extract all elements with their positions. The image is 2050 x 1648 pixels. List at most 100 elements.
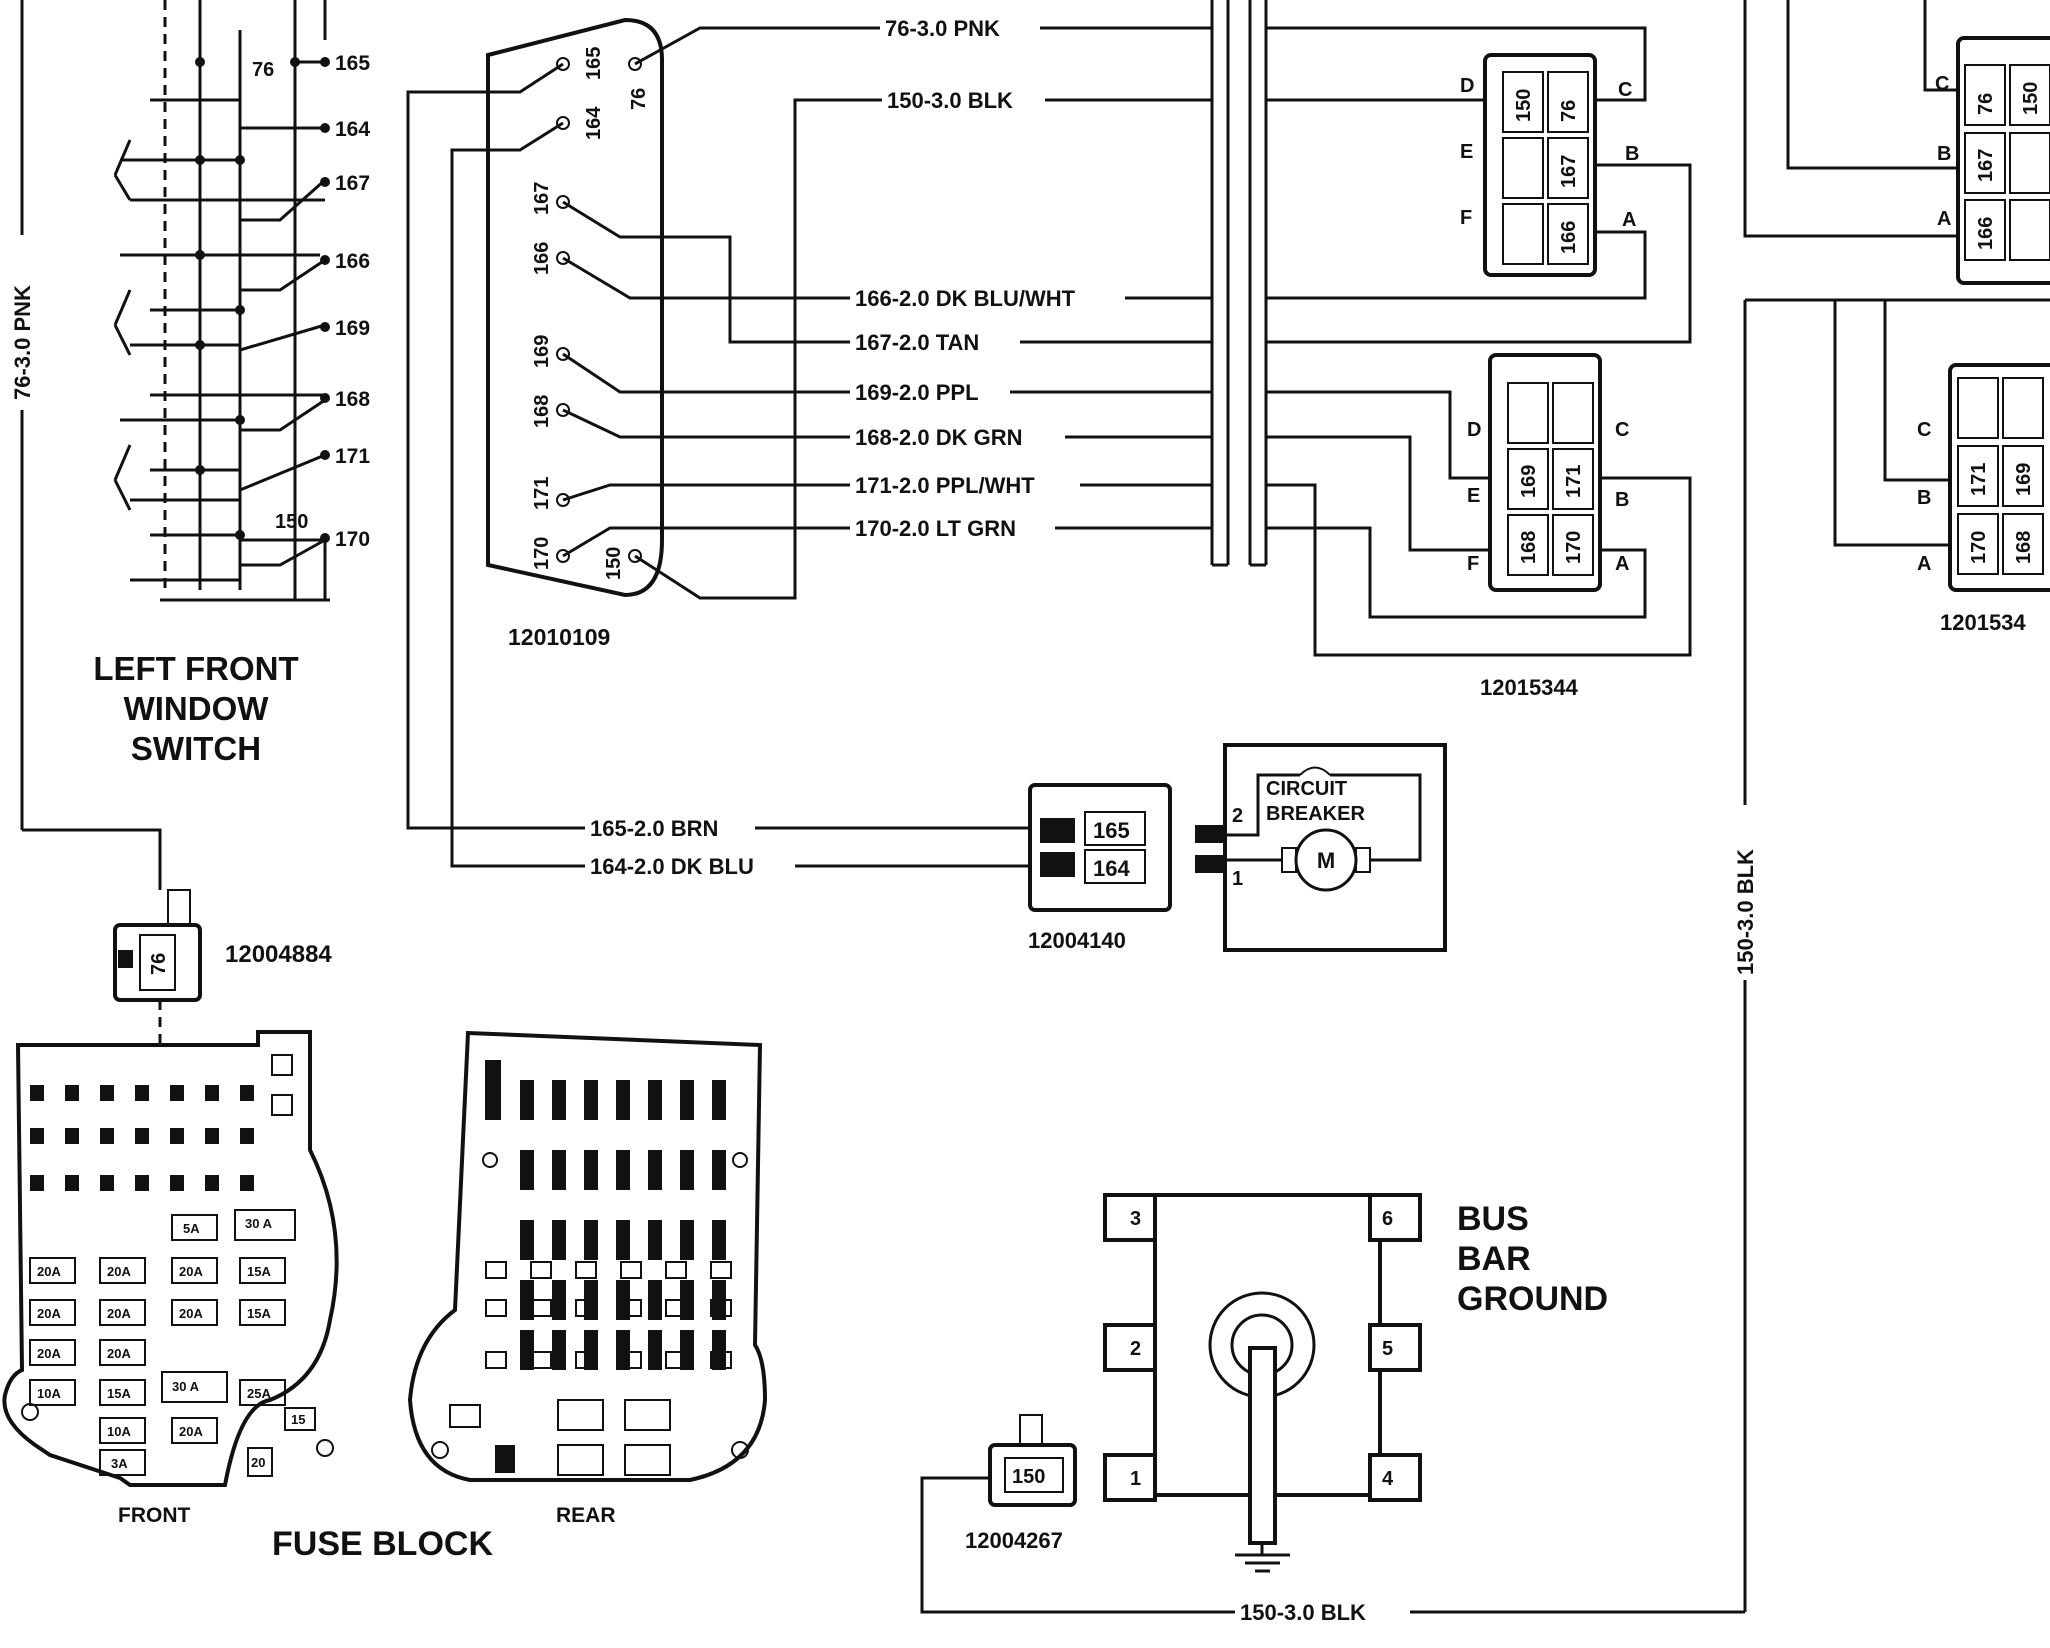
fuse-rating: 15A (107, 1386, 131, 1401)
main-pin-169: 169 (531, 335, 553, 368)
fuse-slot (616, 1150, 630, 1190)
main-pin-170: 170 (531, 537, 553, 570)
fuse-slot (485, 1060, 501, 1120)
bus-terminal-5: 5 (1382, 1338, 1393, 1360)
front-rated-fuses: 20A 20A 5A 30 A 20A 20A 20A 15A 20A 20A … (21, 1209, 334, 1477)
fuse-slot (170, 1128, 184, 1144)
fuse-rating: 20A (107, 1346, 131, 1361)
wire-label-167: 167-2.0 TAN (855, 330, 979, 355)
fuse-slot (584, 1220, 598, 1260)
fuse-slot (552, 1150, 566, 1190)
switch-inner-label-150: 150 (275, 511, 308, 533)
fuse-slot (584, 1080, 598, 1120)
fuse-slot (100, 1085, 114, 1101)
right-upper-pin-150: 150 (2020, 82, 2042, 115)
right-lower-letter-a: A (1917, 553, 1931, 575)
upper-letter-c: C (1618, 79, 1632, 101)
fuse-slot (680, 1080, 694, 1120)
main-connector: 165 164 76 167 166 169 168 171 170 150 1… (486, 17, 664, 650)
rear-fuse-grid (485, 1060, 732, 1370)
fuse-slot (520, 1220, 534, 1260)
fuse-slot (65, 1175, 79, 1191)
upper-letter-f: F (1460, 207, 1472, 229)
fuse-slot (135, 1128, 149, 1144)
right-upper-pin-167: 167 (1975, 149, 1997, 182)
wire-label-165-brn: 165-2.0 BRN (590, 816, 718, 841)
right-lower-letter-b: B (1917, 487, 1931, 509)
harness-bundle (1210, 0, 1268, 567)
fuse-slot (712, 1220, 726, 1260)
main-wires: 76-3.0 PNK 150-3.0 BLK 166-2.0 DK BLU/WH… (406, 16, 1212, 879)
fuse-slot (205, 1128, 219, 1144)
fuse-slot (100, 1128, 114, 1144)
right-lower-pin-170: 170 (1968, 531, 1990, 564)
motor-part: 12004140 (1028, 928, 1126, 953)
lower-pin-171: 171 (1563, 465, 1585, 498)
fuse-slot (552, 1280, 566, 1320)
fuse-slot (65, 1085, 79, 1101)
fuse-slot (712, 1330, 726, 1370)
right-lower-connector: 171 169 170 168 C B A 1201534 (1745, 298, 2050, 635)
bus-terminal-3: 3 (1130, 1208, 1141, 1230)
ground-connector-pin: 150 (1012, 1466, 1045, 1488)
fuse-rating: 20A (179, 1424, 203, 1439)
fuse-slot (30, 1128, 44, 1144)
switch-terminal-167: 167 (335, 172, 370, 195)
wire-label-170: 170-2.0 LT GRN (855, 516, 1016, 541)
blk-wire-label: 150-3.0 BLK (1733, 849, 1758, 975)
fuse-rating: 20A (37, 1306, 61, 1321)
wire-label-166: 166-2.0 DK BLU/WHT (855, 286, 1076, 311)
fuse-slot (520, 1080, 534, 1120)
main-pin-150: 150 (603, 547, 625, 580)
bus-bar-label-2: BAR (1457, 1240, 1531, 1278)
fuse-slot (680, 1150, 694, 1190)
switch-terminal-171: 171 (335, 445, 370, 468)
upper-door-connector: 150 76 167 166 D C E B F A (1266, 26, 1692, 344)
fuse-slot (170, 1175, 184, 1191)
main-pin-164: 164 (583, 106, 605, 140)
fuse-slot (100, 1175, 114, 1191)
fuse-rating: 20 (251, 1455, 265, 1470)
bus-bar-label-3: GROUND (1457, 1280, 1608, 1318)
right-upper-letter-a: A (1937, 208, 1951, 230)
circuit-breaker-label-1: CIRCUIT (1266, 778, 1347, 800)
fuse-block-rear-label: REAR (556, 1504, 616, 1527)
bus-terminal-1: 1 (1130, 1468, 1141, 1490)
fuse-slot (584, 1150, 598, 1190)
upper-letter-e: E (1460, 141, 1473, 163)
right-lower-pin-168: 168 (2013, 531, 2035, 564)
fuse-slot (712, 1150, 726, 1190)
upper-letter-a: A (1622, 209, 1636, 231)
fuse-slot (170, 1085, 184, 1101)
blk-vertical-wire: 150-3.0 BLK (1733, 300, 1758, 1612)
bus-bar-label-1: BUS (1457, 1200, 1529, 1238)
bus-bar-ground: 3 6 2 5 1 4 BUS BAR GROUND 150 12004267 … (920, 1193, 1745, 1625)
wire-label-169: 169-2.0 PPL (855, 380, 979, 405)
right-upper-connector: 76 150 167 166 C B A (1743, 0, 2050, 285)
switch-inner-label-76: 76 (252, 59, 274, 81)
main-pin-76: 76 (628, 88, 650, 110)
ground-wire-label: 150-3.0 BLK (1240, 1600, 1366, 1625)
fuse-rating: 25A (247, 1386, 271, 1401)
wire-label-76-pnk: 76-3.0 PNK (885, 16, 1000, 41)
fuse-rating: 20A (179, 1306, 203, 1321)
fuse-slot (240, 1085, 254, 1101)
fuse-rating: 20A (37, 1346, 61, 1361)
right-upper-pin-166: 166 (1975, 217, 1997, 250)
fuse-slot (616, 1080, 630, 1120)
fuse-rating: 15A (247, 1264, 271, 1279)
fuse-slot (552, 1220, 566, 1260)
fuse-rating: 30 A (172, 1379, 200, 1394)
right-lower-connector-part: 1201534 (1940, 610, 2026, 635)
wire-label-168: 168-2.0 DK GRN (855, 425, 1023, 450)
circuit-breaker-label-2: BREAKER (1266, 803, 1365, 825)
rear-block-details (431, 1152, 749, 1476)
fuse-slot (648, 1280, 662, 1320)
right-lower-pin-169: 169 (2013, 463, 2035, 496)
bus-terminal-6: 6 (1382, 1208, 1393, 1230)
fuse-rating: 5A (183, 1221, 200, 1236)
fuse-slot (648, 1330, 662, 1370)
motor-symbol: M (1317, 848, 1335, 873)
